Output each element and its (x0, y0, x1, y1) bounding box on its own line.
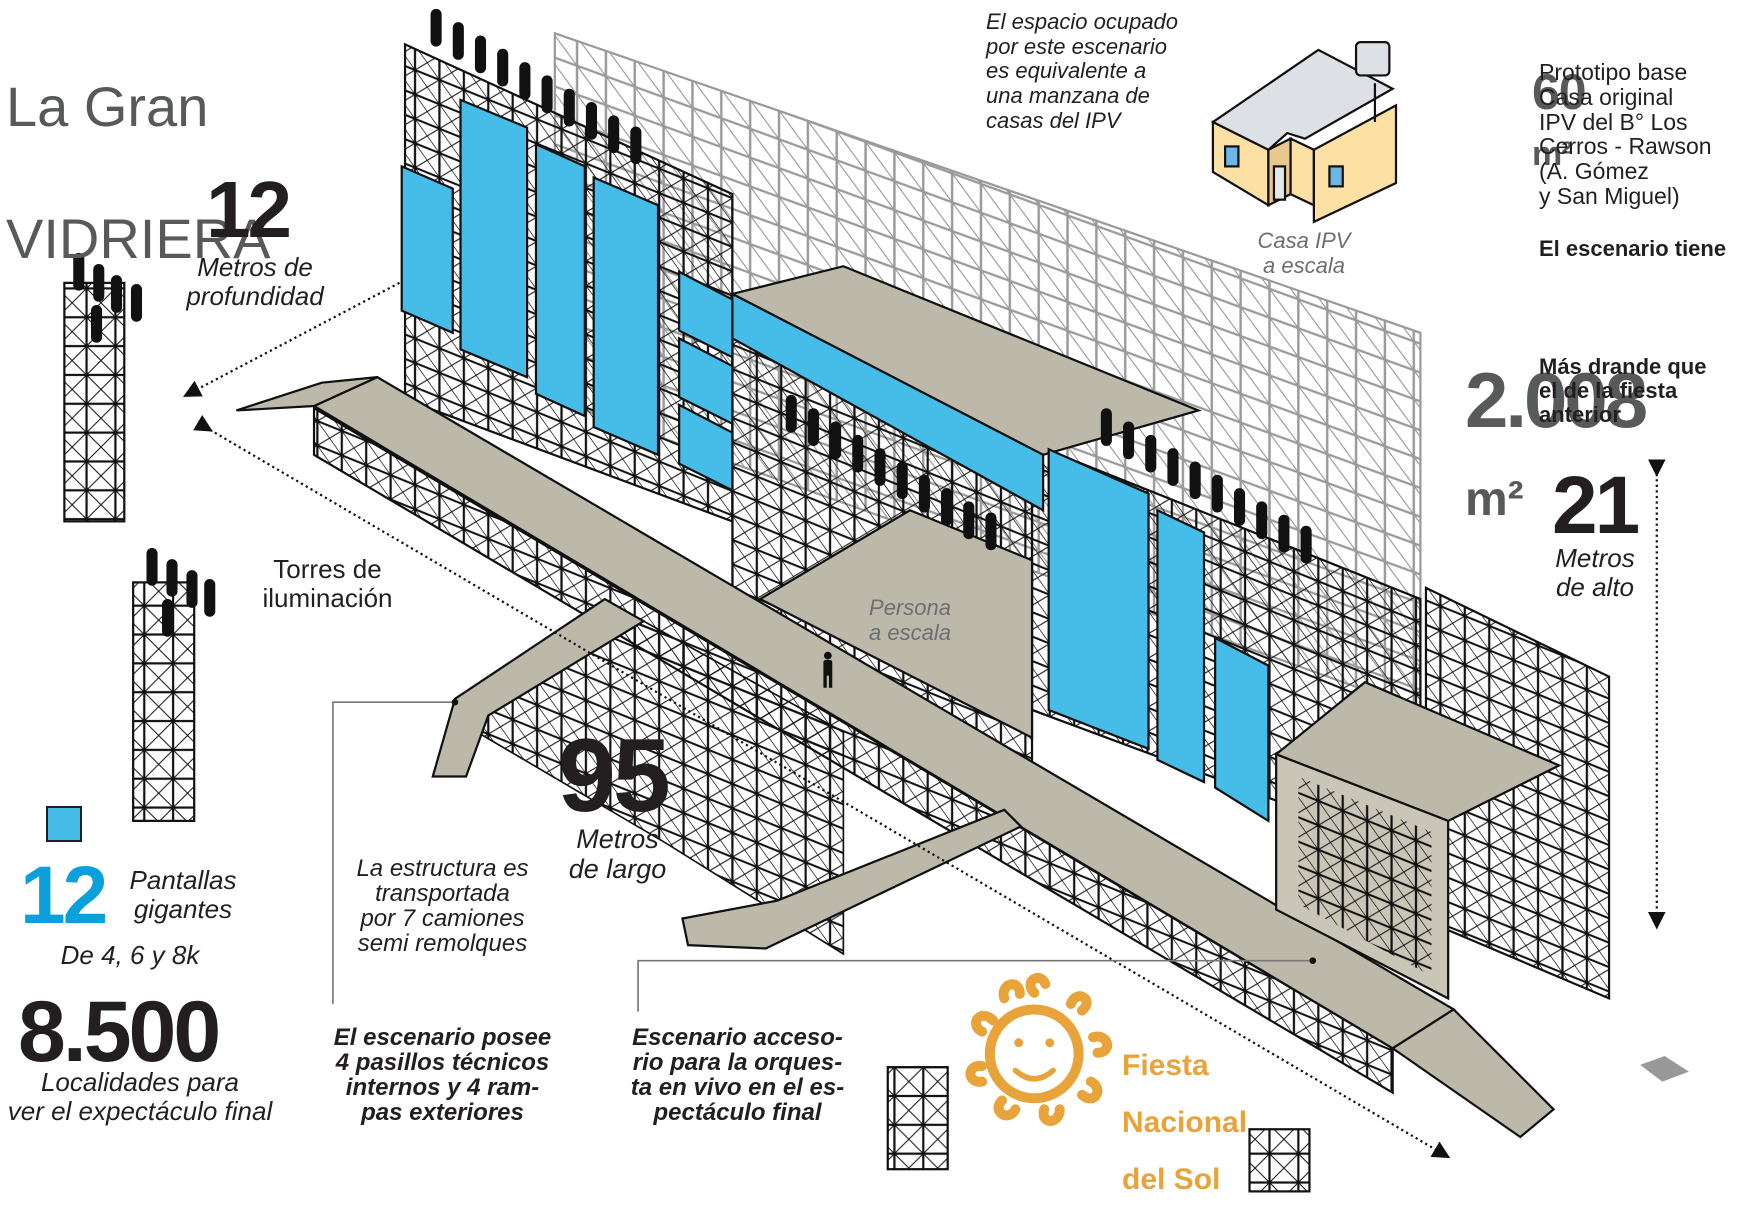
small-scaffold (886, 1066, 949, 1171)
length-value: 95 (558, 718, 671, 834)
person-label: Persona a escala (869, 595, 951, 645)
small-scaffold (1248, 1128, 1311, 1193)
house-area-value: 60 (1532, 64, 1587, 120)
stage-area-value: 2.008 (1465, 356, 1648, 445)
stage-area-unit: m² (1465, 472, 1524, 526)
north-arrow-icon (1640, 1056, 1689, 1082)
stage-area-note: Más drande que el de la fiesta anterior (1539, 354, 1707, 428)
transport-callout-line (332, 701, 455, 1004)
depth-value: 12 (206, 165, 292, 254)
screen-panel (678, 269, 734, 359)
house-area-unit: m² (1532, 135, 1573, 173)
towers-label: Torres de iluminación (262, 554, 393, 614)
house-area: 60 m² (1532, 8, 1587, 176)
screen-panel (1047, 447, 1150, 751)
logo-line2: Nacional (1122, 1105, 1248, 1139)
screens-value: 12 (20, 850, 108, 941)
screen-panel (459, 98, 529, 379)
house-caption: Casa IPV a escala (1257, 228, 1351, 278)
ipv-house-illustration (1210, 41, 1398, 224)
stage-area: 2.008 m² (1465, 270, 1648, 532)
fiesta-sol-logo-text: Fiesta Nacional del Sol (1122, 1023, 1247, 1223)
seats-label: Localidades para ver el expectáculo fina… (7, 1067, 273, 1127)
depth-arrow (183, 281, 401, 397)
screen-panel (1156, 508, 1206, 784)
page-title: La Gran VIDRIERA (6, 8, 271, 338)
height-label: Metros de alto (1555, 543, 1635, 603)
depth-label: Metros de profundidad (186, 252, 324, 312)
orchestra-callout-line (637, 959, 1313, 1012)
transport-note: La estructura es transportada por 7 cami… (356, 855, 529, 957)
seats-value: 8.500 (18, 984, 221, 1080)
screen-panel (534, 142, 586, 418)
entry-ramp (236, 376, 378, 412)
screens-resolution: De 4, 6 y 8k (60, 940, 200, 970)
fiesta-sol-logo-icon (965, 972, 1113, 1126)
title-line1: La Gran (6, 75, 209, 139)
length-arrow (193, 414, 1451, 1159)
orchestra-note: Escenario acceso- rio para la orques- ta… (630, 1024, 845, 1126)
stage-area-intro: El escenario tiene (1539, 236, 1727, 261)
screen-panel (592, 175, 660, 457)
screen-panel (1214, 636, 1270, 823)
corridors-note: El escenario posee 4 pasillos técnicos i… (333, 1024, 552, 1126)
height-value: 21 (1552, 460, 1640, 551)
screens-label: Pantallas gigantes (129, 865, 237, 925)
length-label: Metros de largo (568, 824, 667, 885)
logo-line1: Fiesta (1122, 1048, 1209, 1082)
house-description: Prototipo base Casa original IPV del B° … (1539, 59, 1712, 210)
screen-panel (400, 164, 454, 335)
block-note: El espacio ocupado por este escenario es… (986, 9, 1179, 133)
title-line2: VIDRIERA (6, 207, 271, 271)
logo-line3: del Sol (1122, 1162, 1221, 1196)
screen-legend-swatch (46, 806, 82, 842)
stage-illustration (63, 8, 1689, 1193)
